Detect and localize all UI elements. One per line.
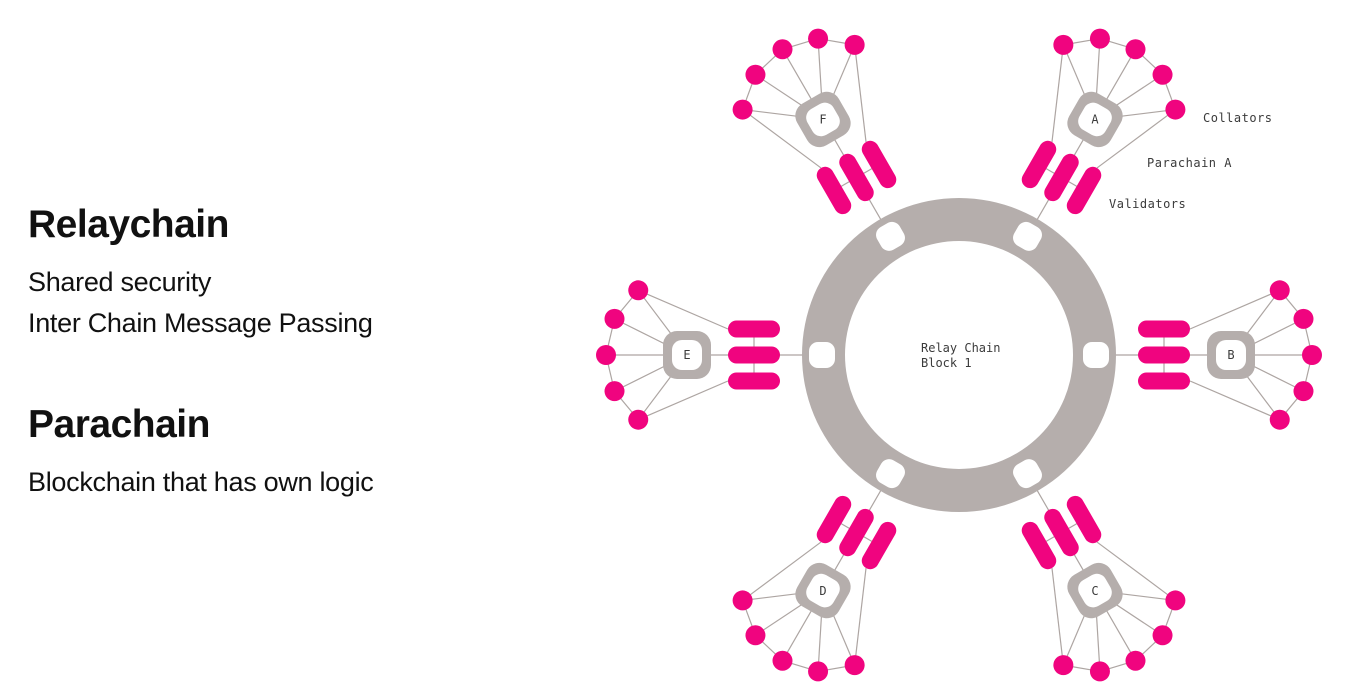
parachain-hub-inner [1078, 573, 1112, 608]
relay-ring-slot [1013, 221, 1042, 251]
collators-label: Collators [1203, 111, 1273, 125]
collator-node [844, 34, 865, 55]
collator-node [772, 39, 793, 60]
validator-pill [1021, 521, 1057, 570]
link-line [1189, 289, 1280, 330]
collator-node [1152, 625, 1173, 646]
validator-pill [1138, 320, 1190, 338]
definitions-panel: Relaychain Shared security Inter Chain M… [28, 202, 458, 503]
node-shapes-layer [596, 28, 1322, 682]
collator-node [604, 308, 625, 329]
validator-pill [861, 521, 897, 570]
relay-ring-slot [876, 221, 905, 251]
validator-pill [1044, 153, 1079, 202]
relay-ring-layer [802, 198, 1116, 512]
collator-node [604, 381, 625, 402]
validator-pill [839, 153, 874, 202]
collator-node [772, 650, 793, 671]
parachain-hub-inner [1078, 102, 1112, 137]
collator-node [1053, 34, 1074, 55]
parachain-hub-inner [806, 573, 840, 608]
collator-node [1302, 345, 1322, 365]
validator-pill [816, 495, 852, 544]
parachain-desc-line-1: Blockchain that has own logic [28, 467, 374, 497]
validator-pill [1066, 166, 1102, 215]
link-line [1051, 44, 1064, 143]
link-line [1096, 541, 1176, 601]
relay-ring-slot [1013, 459, 1042, 489]
validator-pill [1066, 495, 1102, 544]
collator-node [1293, 381, 1314, 402]
collator-node [1125, 650, 1146, 671]
relay-ring-slot [1083, 342, 1109, 368]
link-line [1096, 109, 1176, 169]
validator-pill [728, 346, 780, 364]
collator-node [808, 28, 829, 49]
relay-center-label: Relay Chain [921, 341, 1000, 355]
collator-node [596, 345, 616, 365]
collator-node [1269, 280, 1290, 301]
validator-pill [839, 508, 874, 557]
collator-node [732, 99, 753, 120]
validator-pill [1044, 508, 1079, 557]
link-line [638, 289, 729, 330]
hub-letter: D [819, 584, 826, 598]
collator-node [1152, 64, 1173, 85]
link-line [742, 109, 822, 169]
link-line [1189, 380, 1280, 421]
collator-node [628, 409, 649, 430]
collator-node [844, 655, 865, 676]
link-line [742, 541, 822, 601]
relay-ring-slot [876, 459, 905, 489]
hub-letter: B [1227, 348, 1234, 362]
collator-node [1089, 661, 1110, 682]
validator-pill [861, 140, 897, 189]
collator-node [1165, 99, 1186, 120]
relay-ring-slot [809, 342, 835, 368]
collator-node [808, 661, 829, 682]
validators-label: Validators [1109, 197, 1186, 211]
validator-pill [816, 166, 852, 215]
link-line [638, 380, 729, 421]
link-lines-layer [605, 38, 1313, 672]
validator-pill [728, 320, 780, 338]
hub-letter: F [819, 113, 826, 127]
parachain-heading: Parachain [28, 403, 210, 446]
collator-node [1269, 409, 1290, 430]
relaychain-heading: Relaychain [28, 203, 229, 246]
link-line [1051, 567, 1064, 666]
validator-pill [1021, 140, 1057, 189]
link-line [854, 567, 867, 666]
parachain-hub-inner [672, 340, 702, 370]
link-line [854, 44, 867, 143]
collator-node [732, 590, 753, 611]
collator-node [1053, 655, 1074, 676]
validator-pill [1138, 372, 1190, 390]
validator-pill [1138, 346, 1190, 364]
parachain-label: Parachain A [1147, 156, 1232, 170]
validator-pill [728, 372, 780, 390]
relaychain-desc-line-2: Inter Chain Message Passing [28, 308, 373, 338]
relay-center-label: Block 1 [921, 356, 972, 370]
collator-node [1089, 28, 1110, 49]
parachain-hub-inner [1216, 340, 1246, 370]
hub-letter: A [1091, 113, 1099, 127]
collator-node [745, 64, 766, 85]
collator-node [628, 280, 649, 301]
collator-node [745, 625, 766, 646]
collator-node [1293, 308, 1314, 329]
collator-node [1165, 590, 1186, 611]
hub-letter: C [1091, 584, 1098, 598]
relaychain-desc-line-1: Shared security [28, 267, 212, 297]
hub-letter: E [683, 348, 690, 362]
collator-node [1125, 39, 1146, 60]
relay-ring [802, 198, 1116, 512]
parachain-hub-inner [806, 102, 840, 137]
